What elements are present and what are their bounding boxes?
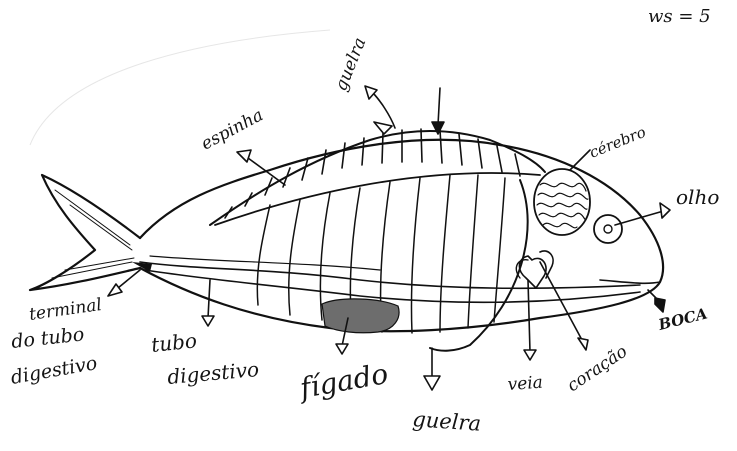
label-terminal-line2: do tubo — [10, 323, 85, 353]
label-cerebro: cérebro — [587, 123, 649, 162]
digestive-tube — [140, 262, 640, 288]
label-figado: fígado — [296, 357, 391, 405]
digestive-tube-upper — [150, 256, 380, 270]
mouth — [600, 280, 660, 283]
label-guelra-top: guelra — [331, 35, 370, 94]
label-olho: olho — [676, 185, 719, 209]
gill-arc — [430, 180, 528, 351]
paper-trace — [30, 30, 330, 145]
label-terminal-line1: terminal — [28, 295, 103, 325]
label-guelra-bottom: guelra — [412, 407, 482, 436]
eye-pupil — [604, 225, 612, 233]
label-espinha: espinha — [198, 105, 267, 154]
label-tubo-line1: tubo — [150, 328, 198, 357]
label-tubo-line2: digestivo — [166, 357, 260, 389]
fish-body-outline — [140, 140, 663, 331]
label-coracao: coração — [564, 342, 631, 397]
label-terminal-line3: digestivo — [9, 352, 99, 389]
heart — [519, 251, 553, 288]
brain — [534, 169, 590, 235]
digestive-tube-lower — [145, 270, 640, 302]
tail-fin — [30, 175, 140, 290]
corner-note: ws = 5 — [648, 6, 711, 27]
liver — [322, 299, 399, 333]
label-veia: veia — [507, 373, 544, 395]
spine-arc — [215, 173, 540, 225]
